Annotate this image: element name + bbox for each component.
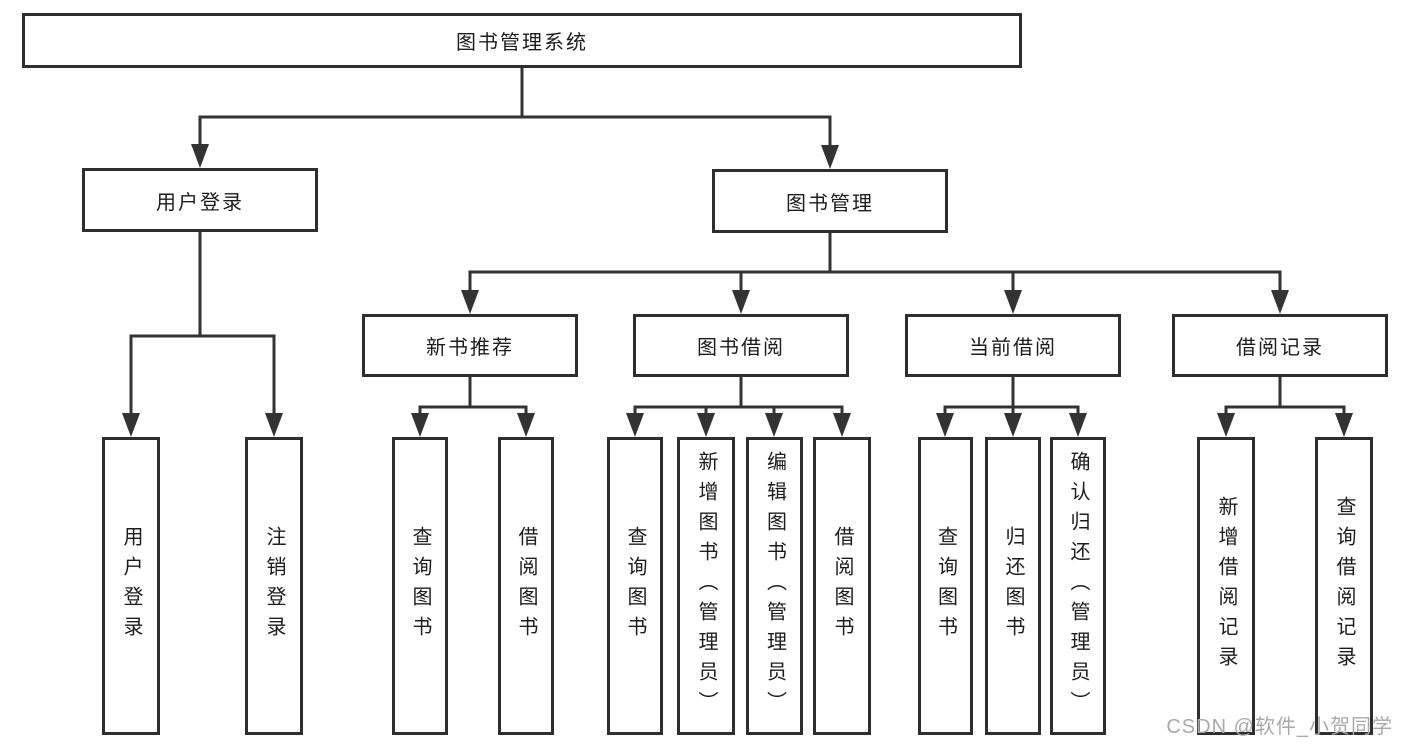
node-label: 新增图书（管理员） [695, 451, 717, 721]
leaf-edit-books-admin: 编辑图书（管理员） [746, 437, 803, 735]
node-label: 确认归还（管理员） [1067, 451, 1089, 721]
node-book-borrowing: 图书借阅 [633, 314, 849, 377]
node-label: 新书推荐 [426, 337, 514, 359]
node-label: 查询图书 [934, 526, 957, 646]
node-label: 图书管理系统 [456, 32, 588, 54]
node-book-management: 图书管理 [712, 169, 948, 233]
node-label: 借阅图书 [831, 526, 853, 646]
leaf-logout-login: 注销登录 [245, 437, 303, 735]
node-label: 查询借阅记录 [1333, 496, 1355, 676]
node-label: 当前借阅 [969, 337, 1057, 359]
leaf-query-books-current: 查询图书 [918, 437, 973, 735]
leaf-return-books: 归还图书 [985, 437, 1041, 735]
node-label: 图书管理 [786, 192, 874, 215]
leaf-add-books-admin: 新增图书（管理员） [677, 437, 735, 735]
leaf-borrow-books-borrowing: 借阅图书 [813, 437, 871, 735]
leaf-query-books-recommend: 查询图书 [392, 437, 448, 735]
leaf-query-borrow-record: 查询借阅记录 [1315, 437, 1373, 735]
node-library-system: 图书管理系统 [22, 13, 1022, 68]
node-new-book-recommendation: 新书推荐 [362, 314, 578, 377]
leaf-query-books-borrowing: 查询图书 [607, 437, 663, 735]
node-borrowing-records: 借阅记录 [1172, 314, 1388, 377]
leaf-borrow-books-recommend: 借阅图书 [498, 437, 554, 735]
node-label: 查询图书 [409, 526, 431, 646]
node-label: 用户登录 [120, 526, 142, 646]
node-label: 编辑图书（管理员） [763, 451, 786, 721]
node-label: 查询图书 [624, 526, 646, 646]
node-label: 新增借阅记录 [1215, 496, 1237, 676]
node-current-borrowing: 当前借阅 [905, 314, 1121, 377]
leaf-user-login: 用户登录 [102, 437, 160, 735]
node-label: 注销登录 [263, 526, 285, 646]
node-label: 借阅记录 [1236, 337, 1324, 359]
node-label: 图书借阅 [697, 337, 785, 359]
node-label: 归还图书 [1002, 526, 1024, 646]
leaf-add-borrow-record: 新增借阅记录 [1197, 437, 1255, 735]
node-label: 用户登录 [156, 191, 244, 214]
watermark: CSDN @软件_小贺同学 [1166, 716, 1393, 738]
node-label: 借阅图书 [515, 526, 537, 646]
leaf-confirm-return-admin: 确认归还（管理员） [1050, 437, 1106, 735]
node-user-login: 用户登录 [82, 168, 318, 232]
